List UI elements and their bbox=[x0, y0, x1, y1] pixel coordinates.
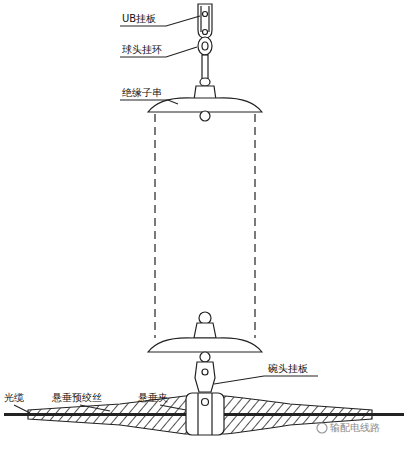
part-label: UB挂板 bbox=[122, 13, 156, 25]
part-label: 光缆 bbox=[4, 392, 24, 404]
part-label: 球头挂环 bbox=[122, 44, 162, 56]
part-label: 碗头挂板 bbox=[268, 363, 308, 375]
part-label: 绝缘子串 bbox=[122, 87, 162, 99]
watermark: 输配电线路 bbox=[330, 422, 380, 434]
part-label: 悬垂预绞丝 bbox=[52, 392, 102, 404]
part-label: 悬垂夹 bbox=[138, 392, 168, 404]
